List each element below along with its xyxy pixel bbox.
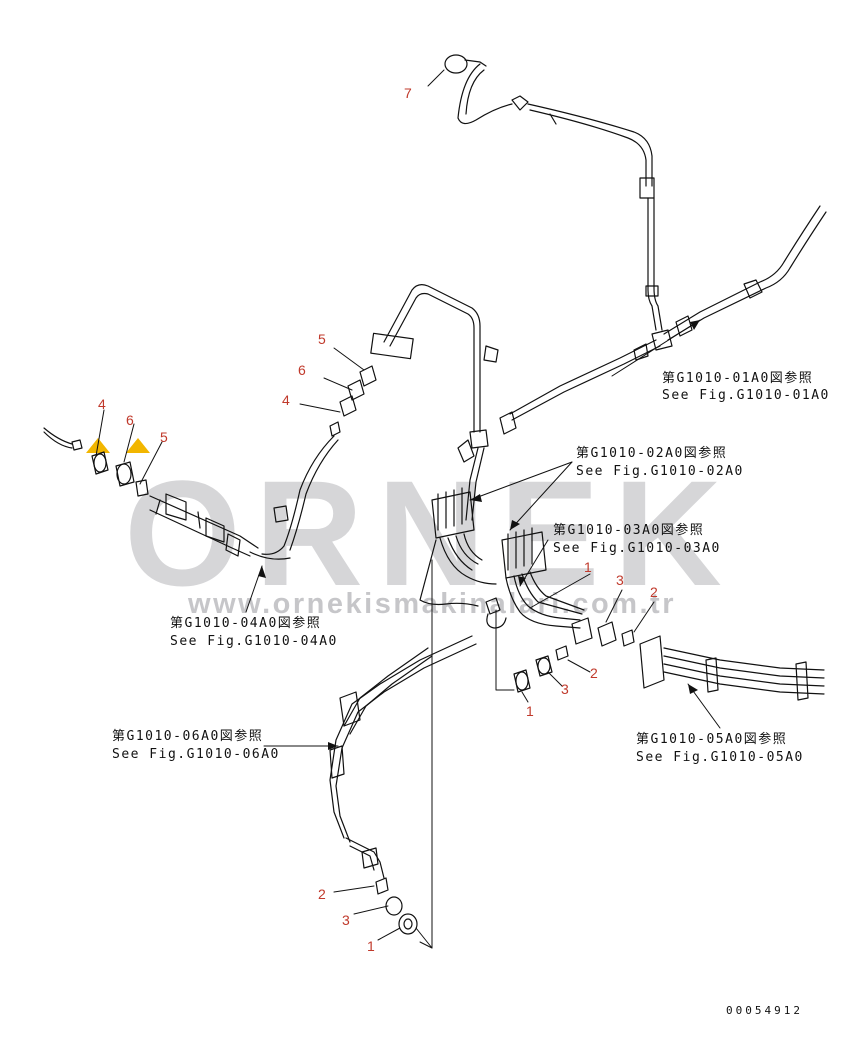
- hose-bundle-lower-item-06: [329, 635, 477, 935]
- ref-01-en: See Fig.G1010-01A0: [662, 388, 830, 403]
- arrowheads: [258, 320, 700, 750]
- ref-03-en: See Fig.G1010-03A0: [553, 541, 721, 556]
- fittings-top-5-6-4: [261, 365, 377, 555]
- callout-6-top: 6: [298, 362, 306, 378]
- ref-02-jp: 第G1010-02A0図参照: [576, 445, 727, 461]
- ref-04-jp: 第G1010-04A0図参照: [170, 615, 321, 631]
- callout-3-mid: 3: [616, 572, 624, 588]
- callout-1-mid: 1: [584, 559, 592, 575]
- hose-drawing: [43, 54, 827, 949]
- document-number: 00054912: [726, 1004, 803, 1017]
- callout-1-low: 1: [526, 703, 534, 719]
- pipe-right-item-01: [499, 205, 827, 435]
- callout-2-low: 2: [590, 665, 598, 681]
- callout-5-left: 5: [160, 429, 168, 445]
- callout-6-left: 6: [126, 412, 134, 428]
- ref-06-jp: 第G1010-06A0図参照: [112, 728, 263, 744]
- pipe-frame-top: [370, 284, 499, 521]
- leader-lines: [95, 69, 721, 949]
- cylinder-left-item-04: [43, 427, 291, 560]
- manifold-center-item-02-03: [419, 487, 585, 629]
- figure-references: 第G1010-01A0図参照 See Fig.G1010-01A0 第G1010…: [112, 370, 830, 765]
- callout-4-top: 4: [282, 392, 290, 408]
- ref-01-jp: 第G1010-01A0図参照: [662, 370, 813, 386]
- ref-04-en: See Fig.G1010-04A0: [170, 634, 338, 649]
- watermark-accent-right: [126, 438, 150, 453]
- callout-2-bot: 2: [318, 886, 326, 902]
- ref-06-en: See Fig.G1010-06A0: [112, 747, 280, 762]
- callout-4-left: 4: [98, 396, 106, 412]
- callout-5-top: 5: [318, 331, 326, 347]
- fittings-mid-1-3-2: [513, 645, 569, 693]
- ref-02-en: See Fig.G1010-02A0: [576, 464, 744, 479]
- ref-05-en: See Fig.G1010-05A0: [636, 750, 804, 765]
- callout-2-mid: 2: [650, 584, 658, 600]
- callout-3-bot: 3: [342, 912, 350, 928]
- hose-top-item-7: [444, 54, 663, 331]
- ref-05-jp: 第G1010-05A0図参照: [636, 731, 787, 747]
- callout-3-low: 3: [561, 681, 569, 697]
- callout-1-bot: 1: [367, 938, 375, 954]
- hose-bundle-right-item-05: [571, 617, 825, 701]
- callouts: 7 5 6 4 4 6 5 1 3 2 2 3 1 2 3 1: [98, 85, 658, 954]
- callout-7: 7: [404, 85, 412, 101]
- ref-03-jp: 第G1010-03A0図参照: [553, 522, 704, 538]
